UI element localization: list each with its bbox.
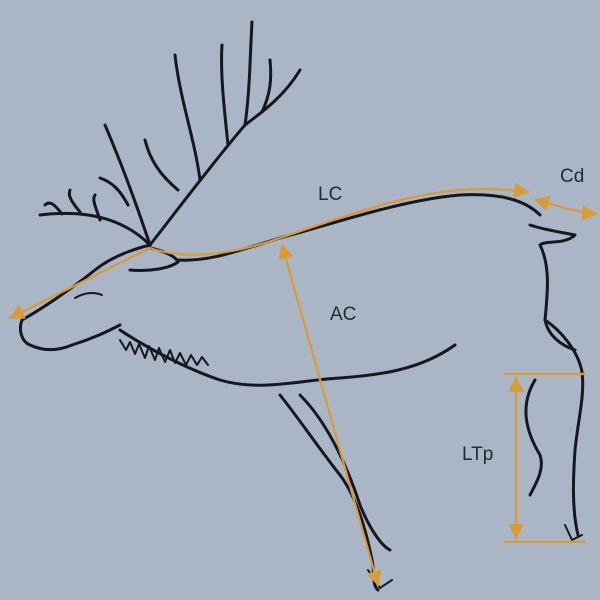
cd-measure-line	[535, 200, 596, 214]
measurements	[10, 189, 596, 585]
lc-label: LC	[318, 184, 342, 205]
ac-label: AC	[330, 304, 356, 325]
front-leg	[280, 395, 390, 590]
cd-label: Cd	[560, 166, 584, 187]
lc-measure-head	[10, 248, 150, 318]
hind-hoof	[565, 525, 582, 540]
ear	[130, 248, 178, 271]
eye	[75, 293, 102, 298]
deer-illustration	[20, 22, 582, 590]
antlers	[40, 22, 300, 245]
mane-hair	[120, 340, 208, 365]
head-outline	[20, 245, 150, 350]
ltp-label: LTp	[462, 444, 493, 465]
rump-outline	[530, 225, 575, 350]
belly-outline	[120, 330, 455, 385]
hind-leg	[526, 320, 583, 535]
front-hoof	[368, 570, 392, 588]
